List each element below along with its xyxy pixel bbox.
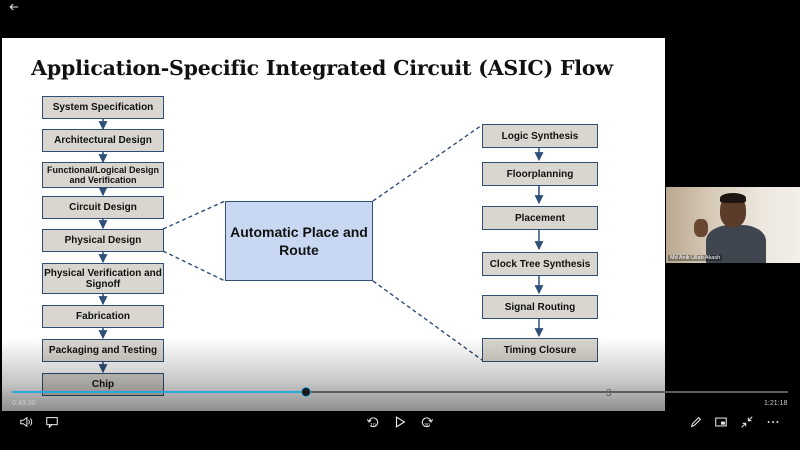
apr-step-floorplanning: Floorplanning [482,162,598,186]
minimize-button[interactable] [738,413,756,431]
total-time: 1:21:18 [764,400,788,407]
captions-button[interactable] [43,413,61,431]
flow-step-chip: Chip [42,373,164,396]
volume-button[interactable] [17,413,35,431]
presenter-name-label: Md Anik Ullah Akash [668,255,723,261]
apr-step-signal-routing: Signal Routing [482,295,598,319]
more-icon [767,421,779,423]
automatic-place-and-route-box: Automatic Place and Route [225,201,373,281]
skip-back-seconds: 10 [370,423,376,429]
back-button[interactable] [6,2,22,16]
seek-bar-progress [12,391,307,393]
captions-icon [46,417,58,429]
back-arrow-icon [9,3,19,11]
pen-icon [690,416,702,428]
volume-icon [20,416,33,428]
skip-forward-seconds: 30 [424,423,430,429]
presentation-slide: Application-Specific Integrated Circuit … [2,38,665,411]
minimize-icon [741,416,753,428]
play-button[interactable] [391,413,409,431]
apr-step-clock-tree-synthesis: Clock Tree Synthesis [482,252,598,276]
flow-step-functional-logical-design: Functional/Logical Design and Verificati… [42,162,164,188]
annotate-button[interactable] [687,413,705,431]
flow-step-circuit-design: Circuit Design [42,196,164,219]
slide-page-number: 3 [606,388,612,399]
flow-step-physical-verification: Physical Verification and Signoff [42,263,164,294]
seek-bar[interactable] [12,387,788,397]
flow-step-architectural-design: Architectural Design [42,129,164,152]
slide-title: Application-Specific Integrated Circuit … [31,56,613,80]
flow-step-packaging-testing: Packaging and Testing [42,339,164,362]
skip-forward-button[interactable]: 30 [418,413,436,431]
presenter-webcam[interactable]: Md Anik Ullah Akash [666,187,800,263]
skip-back-icon [366,417,379,428]
flow-step-system-specification: System Specification [42,96,164,119]
apr-step-placement: Placement [482,206,598,230]
presenter-hair [720,193,746,203]
presenter-hand [694,219,708,237]
skip-forward-icon [421,417,434,428]
apr-step-logic-synthesis: Logic Synthesis [482,124,598,148]
play-icon [395,416,406,428]
seek-bar-thumb[interactable] [301,387,312,397]
picture-in-picture-icon [715,417,727,427]
flow-connectors [98,119,544,374]
more-options-button[interactable] [764,413,782,431]
apr-step-timing-closure: Timing Closure [482,338,598,362]
picture-in-picture-button[interactable] [712,413,730,431]
presenter-body [706,225,766,263]
flow-step-physical-design: Physical Design [42,229,164,252]
flow-step-fabrication: Fabrication [42,305,164,328]
skip-back-button[interactable]: 10 [364,413,382,431]
elapsed-time: 0:49:30 [12,400,36,407]
